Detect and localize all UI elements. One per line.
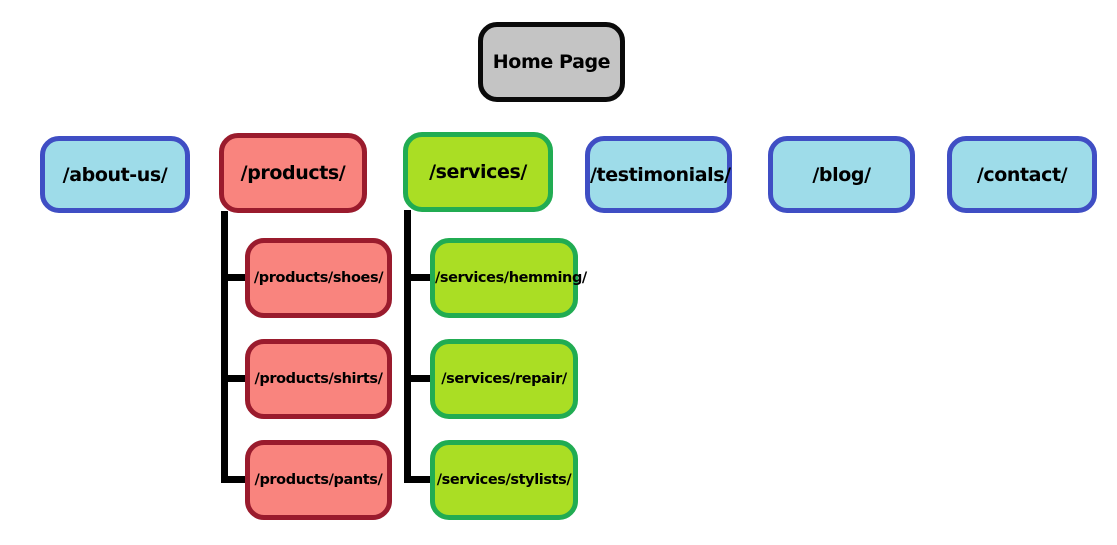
node-label: /blog/: [812, 163, 871, 186]
node-label: /testimonials/: [590, 163, 731, 186]
node-label: /about-us/: [62, 163, 168, 186]
connector-products-trunk: [221, 211, 228, 483]
node-label: /services/: [429, 161, 527, 183]
node-contact[interactable]: /contact/: [947, 136, 1097, 213]
node-label: /products/shoes/: [253, 270, 384, 286]
connector-services-trunk: [404, 210, 411, 483]
node-about-us[interactable]: /about-us/: [40, 136, 190, 213]
node-services[interactable]: /services/: [403, 132, 553, 212]
node-label: /products/: [240, 162, 346, 184]
node-home-page[interactable]: Home Page: [478, 22, 625, 102]
node-testimonials[interactable]: /testimonials/: [585, 136, 732, 213]
node-services-stylists[interactable]: /services/stylists/: [430, 440, 578, 520]
node-services-hemming[interactable]: /services/hemming/: [430, 238, 587, 318]
node-products-shoes[interactable]: /products/shoes/: [245, 238, 392, 318]
node-label: /products/pants/: [254, 472, 383, 488]
connector-products-shoes: [221, 274, 247, 281]
node-label: /services/repair/: [441, 371, 567, 387]
node-label: /services/stylists/: [436, 472, 572, 488]
connector-products-pants: [221, 476, 247, 483]
connector-products-shirts: [221, 375, 247, 382]
node-services-repair[interactable]: /services/repair/: [430, 339, 578, 419]
node-blog[interactable]: /blog/: [768, 136, 915, 213]
connector-services-hemming: [404, 274, 432, 281]
node-products-shirts[interactable]: /products/shirts/: [245, 339, 392, 419]
node-label: /products/shirts/: [254, 371, 383, 387]
node-products-pants[interactable]: /products/pants/: [245, 440, 392, 520]
node-label: /contact/: [976, 163, 1068, 186]
connector-services-stylists: [404, 476, 432, 483]
connector-services-repair: [404, 375, 432, 382]
node-label: Home Page: [492, 51, 611, 73]
node-label: /services/hemming/: [435, 270, 587, 286]
node-products[interactable]: /products/: [219, 133, 367, 213]
